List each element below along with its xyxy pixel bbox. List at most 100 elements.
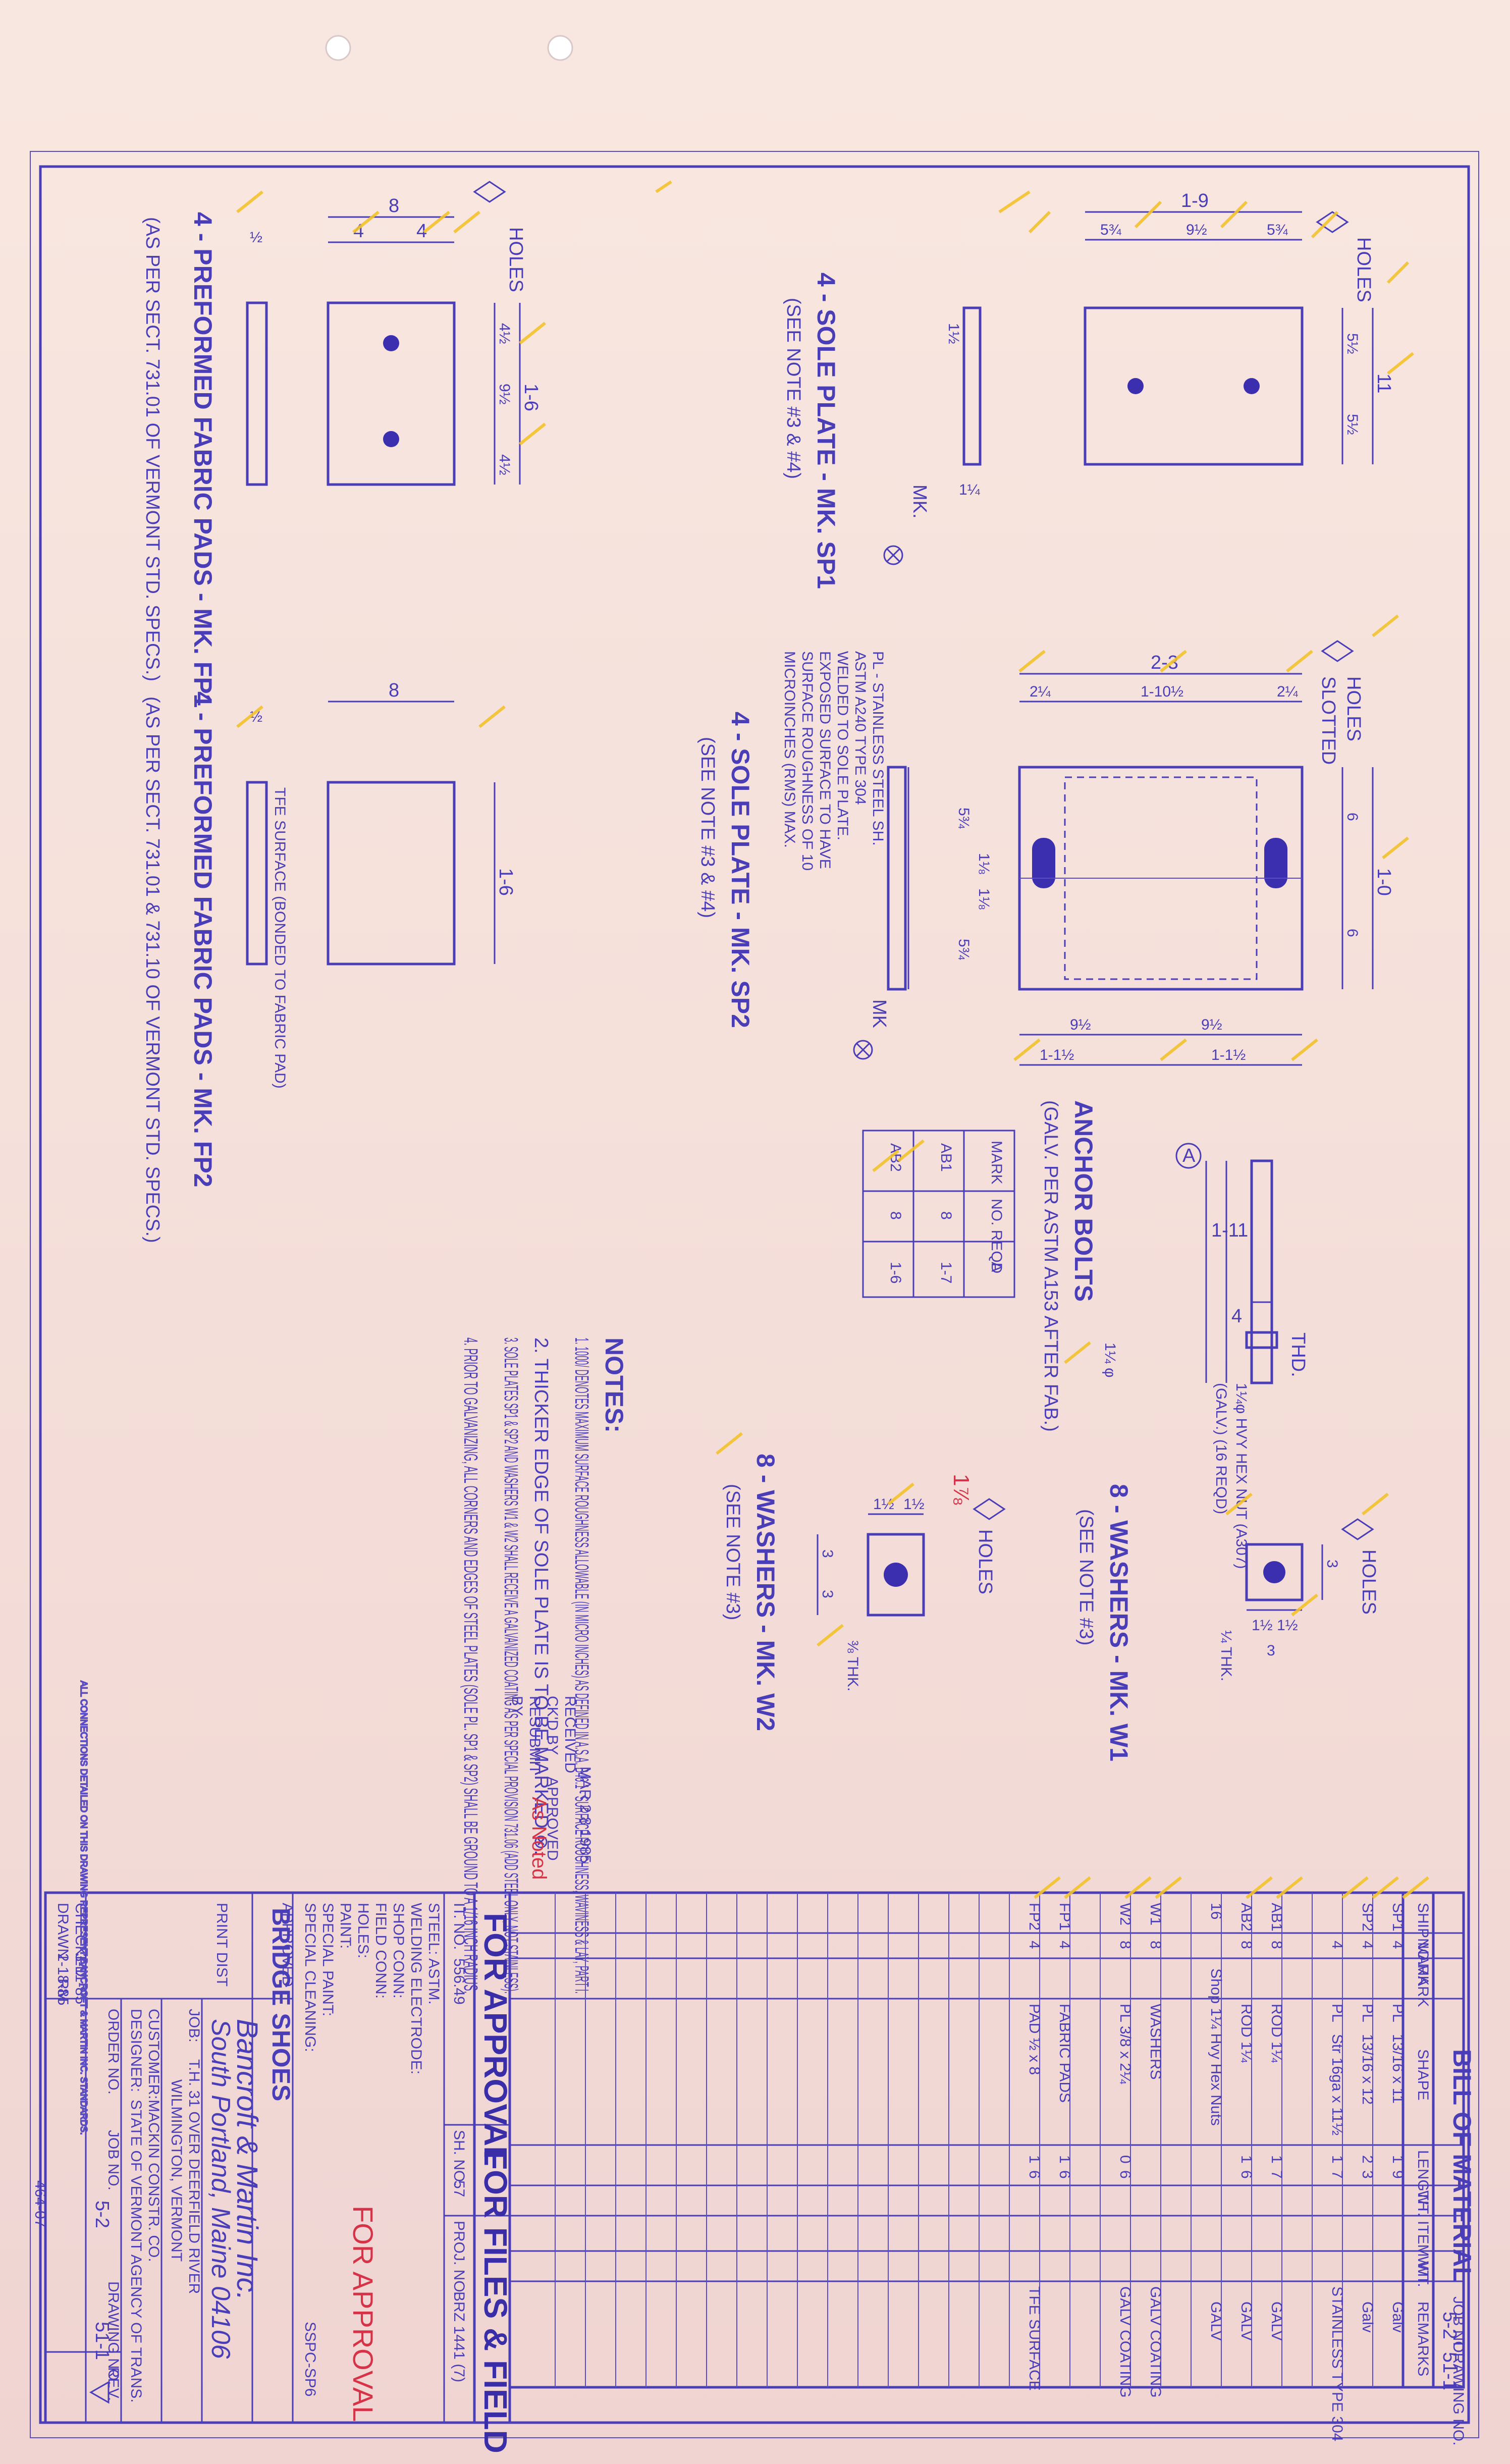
svg-text:5½: 5½ [1344, 414, 1361, 435]
note-2: 2. THICKER EDGE OF SOLE PLATE IS TO BE M… [530, 1337, 552, 1855]
svg-text:¼ THK.: ¼ THK. [1218, 1630, 1234, 1681]
w1-title: 8 - WASHERS - MK. W1 [1105, 1484, 1133, 1761]
svg-text:8: 8 [389, 195, 399, 217]
svg-text:CHECKED: CHECKED [72, 1903, 89, 1977]
svg-text:DESIGNER:: DESIGNER: [128, 2009, 144, 2092]
svg-text:4: 4 [1056, 1941, 1073, 1949]
svg-text:JOB NO.: JOB NO. [1450, 2296, 1467, 2357]
hole-size-tag-icon [1341, 1518, 1374, 1540]
svg-text:1¼: 1¼ [959, 481, 981, 498]
svg-text:MACKIN CONSTR. CO.: MACKIN CONSTR. CO. [145, 2100, 162, 2262]
svg-text:WELDING ELECTRODE:: WELDING ELECTRODE: [408, 1903, 424, 2074]
svg-text:PL - STAINLESS STEEL SH.: PL - STAINLESS STEEL SH. [870, 651, 886, 846]
sp1-hole [1244, 378, 1260, 394]
sp2-slotted-hole [1032, 838, 1055, 888]
svg-text:9½: 9½ [496, 384, 513, 405]
svg-text:IT. NO.: IT. NO. [451, 1903, 467, 1950]
svg-text:6: 6 [1344, 929, 1361, 937]
svg-text:REV.: REV. [105, 2367, 122, 2401]
svg-text:MARK: MARK [1415, 1963, 1431, 2007]
svg-text:T.H. 31 OVER DEERFIELD RIVER: T.H. 31 OVER DEERFIELD RIVER [186, 2059, 202, 2294]
svg-text:9½: 9½ [1201, 1016, 1222, 1033]
svg-text:SHIP MARK: SHIP MARK [1415, 1903, 1431, 1986]
w2-note: (SEE NOTE #3) [722, 1484, 743, 1620]
svg-text:CK'D BY: CK'D BY [544, 1696, 561, 1755]
svg-text:⅜ THK.: ⅜ THK. [844, 1640, 861, 1691]
company-address: South Portland, Maine 04106 [206, 2019, 235, 2359]
svg-text:FIELD CONN:: FIELD CONN: [372, 1903, 389, 1999]
svg-text:WELDED TO SOLE PLATE.: WELDED TO SOLE PLATE. [834, 651, 851, 840]
svg-text:0: 0 [1117, 2155, 1134, 2164]
svg-text:MICROINCHES (RMS) MAX.: MICROINCHES (RMS) MAX. [781, 651, 798, 848]
svg-text:Galv: Galv [1359, 2301, 1376, 2333]
svg-text:GALV COATING: GALV COATING [1147, 2286, 1164, 2398]
svg-text:GALV: GALV [1268, 2301, 1285, 2341]
svg-text:16: 16 [1208, 1903, 1224, 1919]
svg-text:1½: 1½ [1277, 1617, 1298, 1634]
svg-text:5¾: 5¾ [1100, 222, 1122, 238]
svg-text:5-2: 5-2 [91, 2201, 113, 2228]
svg-text:AB1: AB1 [938, 1143, 954, 1172]
sp1-note: (SEE NOTE #3 & #4) [783, 298, 804, 479]
svg-text:1½: 1½ [945, 323, 962, 344]
table-row: FP2 4 PAD ½ x 8 1 6 TFE SURFACE [1026, 1903, 1043, 2391]
svg-text:FP2: FP2 [1026, 1903, 1043, 1931]
svg-text:1-11: 1-11 [1211, 1220, 1248, 1241]
sp1-title: 4 - SOLE PLATE - MK. SP1 [812, 273, 840, 589]
highlighter-checkmarks [236, 180, 1429, 1899]
received-stamp: RECEIVED MAR 2 8 1985 CK'D BY RESUBMIT B… [509, 1696, 594, 1880]
svg-text:1: 1 [1056, 2155, 1073, 2164]
svg-text:APPROVED: APPROVED [544, 1777, 561, 1861]
svg-text:WT.: WT. [1415, 2256, 1431, 2282]
sp2-note: (SEE NOTE #3 & #4) [697, 737, 718, 918]
svg-text:SSPC-SP6: SSPC-SP6 [302, 2322, 318, 2396]
notes-heading: NOTES: [600, 1337, 628, 1433]
detail-fp2: 8 1-6 ½ TFE SURFACE (BONDED TO FABRIC PA… [142, 680, 516, 1243]
svg-text:8: 8 [1268, 1941, 1285, 1949]
svg-text:5¾: 5¾ [955, 808, 972, 829]
w2-title: 8 - WASHERS - MK. W2 [751, 1454, 780, 1731]
for-approval-red-stamp: FOR APPROVAL [347, 2206, 379, 2422]
svg-text:SH. NO.: SH. NO. [451, 2130, 467, 2186]
svg-text:BY: BY [509, 1696, 525, 1716]
svg-text:6: 6 [1056, 2170, 1073, 2179]
svg-text:8: 8 [1238, 1941, 1255, 1949]
note-4: 4. PRIOR TO GALVANIZING, ALL CORNERS AND… [460, 1337, 481, 1994]
svg-text:AB1: AB1 [1268, 1903, 1285, 1932]
svg-text:1⅛: 1⅛ [976, 888, 992, 910]
sp1-side-view [962, 306, 982, 466]
svg-text:57: 57 [451, 2180, 467, 2197]
svg-text:6: 6 [1344, 813, 1361, 821]
svg-text:MARK: MARK [988, 1141, 1005, 1185]
svg-text:LENGTH: LENGTH [1415, 2150, 1431, 2212]
svg-text:1: 1 [1268, 2155, 1285, 2164]
svg-text:1⅛: 1⅛ [976, 853, 992, 875]
svg-text:ORDER NO.: ORDER NO. [105, 2009, 122, 2095]
svg-text:(GALV.) (16 REQD): (GALV.) (16 REQD) [1213, 1383, 1229, 1514]
for-files-label: FOR FILES & FIELD [477, 2150, 514, 2453]
svg-text:4: 4 [1359, 1941, 1376, 1949]
svg-text:RECEIVED: RECEIVED [562, 1696, 578, 1773]
detail-sp1: HOLES 1-9 5¾ 9½ 5¾ 5½ 5½ 11 1½ 1¼ MK. 4 … [783, 190, 1394, 589]
svg-text:3: 3 [819, 1549, 836, 1558]
w2-hole [884, 1563, 908, 1587]
w2-plan-outline [867, 1533, 925, 1617]
svg-text:1: 1 [1389, 2155, 1406, 2164]
sp2-slotted-hole [1264, 838, 1287, 888]
svg-text:6: 6 [1026, 2170, 1043, 2179]
svg-text:STATE OF VERMONT AGENCY OF TRA: STATE OF VERMONT AGENCY OF TRANS. [128, 2100, 144, 2403]
svg-text:STEEL: ASTM.: STEEL: ASTM. [425, 1903, 442, 2005]
svg-text:FP1: FP1 [1056, 1903, 1073, 1931]
detail-anchor-bolt: A 1-11 4 THD. 1¼ φ 1¼φ HVY HEX NUT (A307… [862, 1100, 1309, 1569]
sp2-mark-label: MK [869, 999, 890, 1028]
svg-text:51-1: 51-1 [1439, 2352, 1460, 2390]
w1-note: (SEE NOTE #3) [1075, 1509, 1097, 1645]
svg-text:SP1: SP1 [1389, 1903, 1406, 1932]
svg-text:Shop 1¼ Hvy Hex Nuts: Shop 1¼ Hvy Hex Nuts [1208, 1968, 1224, 2126]
svg-text:4: 4 [1231, 1306, 1242, 1327]
svg-text:8: 8 [1147, 1941, 1164, 1949]
svg-text:2¼: 2¼ [1277, 683, 1299, 700]
sp2-title: 4 - SOLE PLATE - MK. SP2 [726, 712, 754, 1028]
company-name: Bancroft & Martin Inc. [231, 2019, 263, 2300]
